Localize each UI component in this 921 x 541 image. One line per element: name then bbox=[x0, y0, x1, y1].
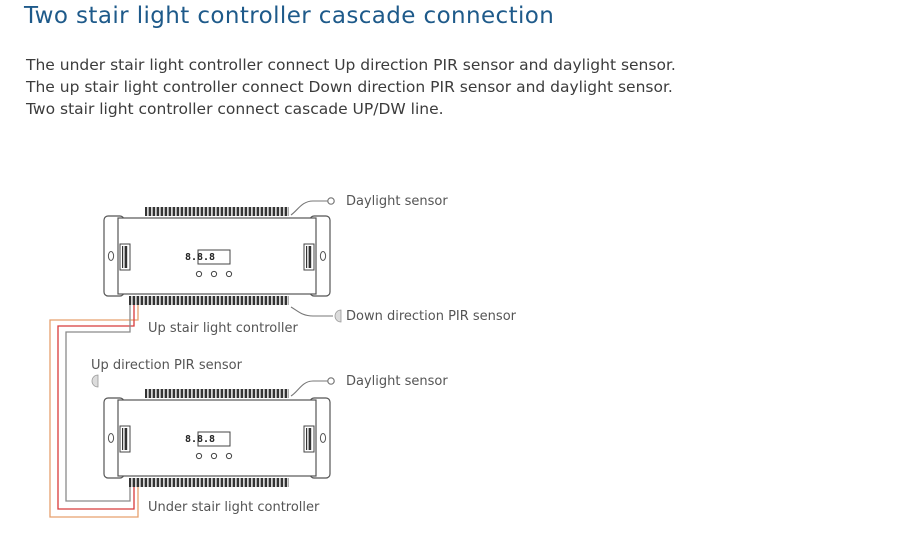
under-controller-label: Under stair light controller bbox=[148, 500, 320, 515]
description-line-1: The under stair light controller connect… bbox=[26, 56, 676, 74]
down-pir-wire bbox=[290, 306, 333, 317]
description-line-2: The up stair light controller connect Do… bbox=[26, 78, 673, 96]
up-pir-label: Up direction PIR sensor bbox=[91, 358, 243, 373]
description-line-3: Two stair light controller connect casca… bbox=[26, 100, 444, 118]
under-controller: 8.8.8 bbox=[103, 389, 331, 487]
top-daylight-wire bbox=[290, 200, 329, 216]
terminal-strip-top bbox=[145, 389, 289, 398]
description: The under stair light controller connect… bbox=[26, 54, 676, 120]
cascade-wire-gray bbox=[65, 305, 131, 502]
daylight-sensor-icon bbox=[327, 377, 335, 385]
page-title: Two stair light controller cascade conne… bbox=[24, 3, 555, 29]
terminal-strip-bottom bbox=[129, 296, 289, 305]
terminal-strip-top bbox=[145, 207, 289, 216]
pir-sensor-icon bbox=[91, 374, 99, 388]
led-display: 8.8.8 bbox=[185, 434, 215, 445]
bottom-daylight-wire bbox=[290, 380, 329, 397]
up-controller-label: Up stair light controller bbox=[148, 321, 298, 336]
daylight-sensor-icon bbox=[327, 197, 335, 205]
led-display: 8.8.8 bbox=[185, 252, 215, 263]
cascade-wires bbox=[49, 305, 139, 518]
up-controller: 8.8.8 bbox=[103, 207, 331, 305]
bottom-daylight-label: Daylight sensor bbox=[346, 374, 448, 389]
top-daylight-label: Daylight sensor bbox=[346, 194, 448, 209]
down-pir-label: Down direction PIR sensor bbox=[346, 309, 517, 324]
terminal-strip-bottom bbox=[129, 478, 289, 487]
cascade-wire-orange bbox=[49, 305, 139, 518]
pir-sensor-icon bbox=[334, 309, 342, 323]
cascade-wire-red bbox=[57, 305, 135, 510]
